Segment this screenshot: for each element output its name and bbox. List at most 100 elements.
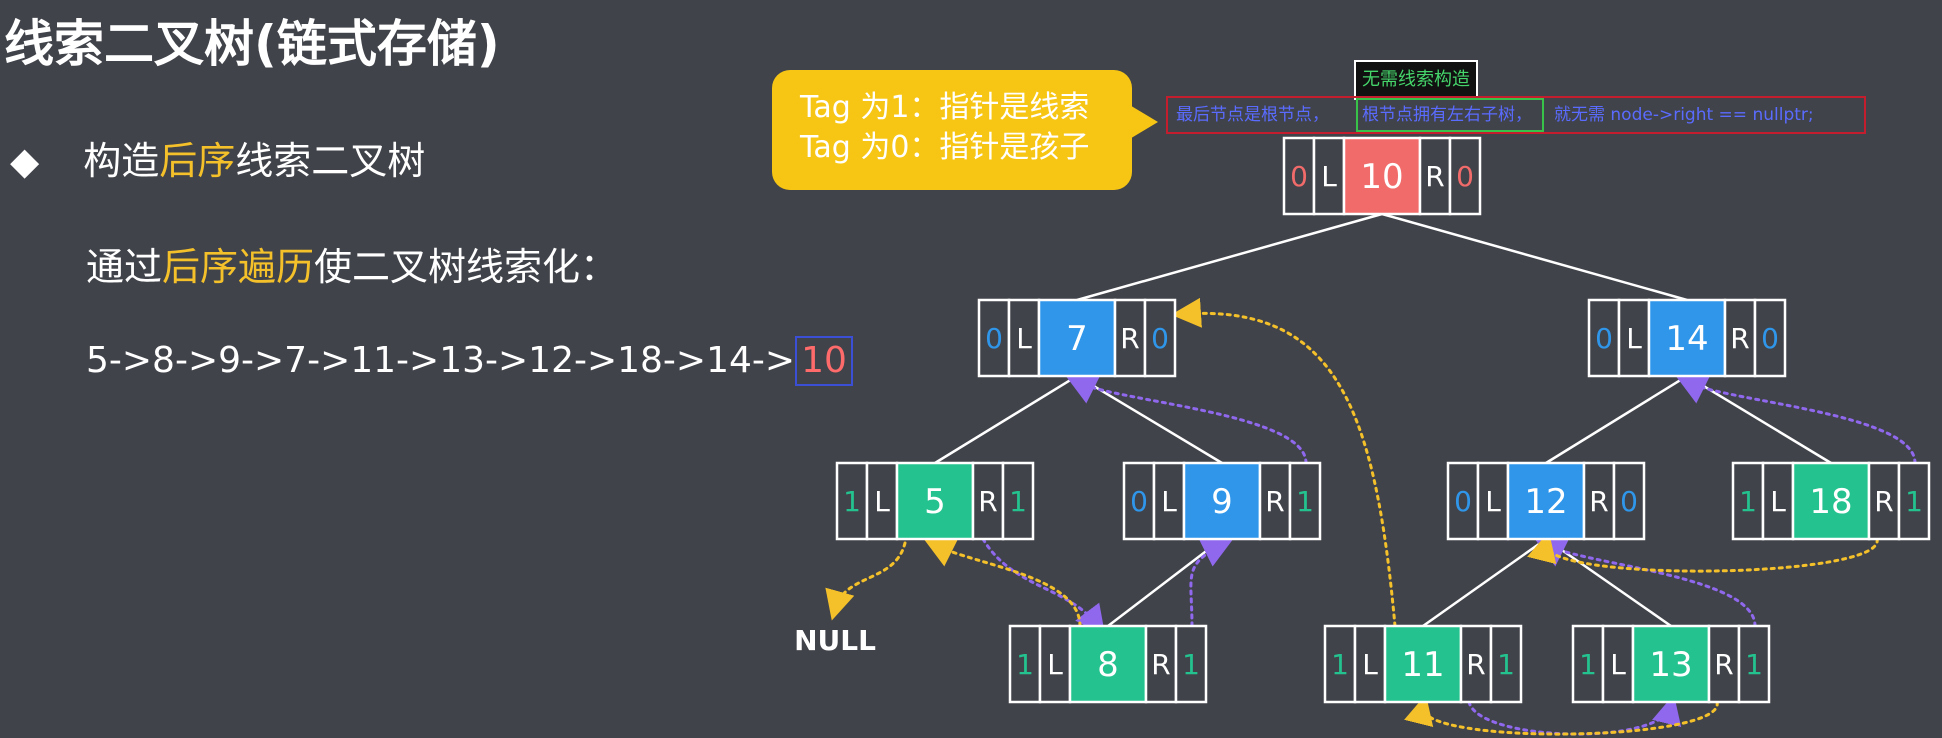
- tree-edge-n10-n7: [1076, 212, 1383, 302]
- annotation-root-note: 最后节点是根节点， 根节点拥有左右子树， 就无需 node->right == nu…: [1166, 96, 1866, 134]
- left-pointer-cell: L: [1626, 322, 1642, 355]
- ltag-cell: 0: [1290, 160, 1308, 193]
- subtitle-before: 通过: [86, 245, 163, 289]
- right-pointer-cell-box: [1723, 298, 1757, 378]
- value-cell: 18: [1809, 482, 1852, 522]
- rtag-cell: 0: [1456, 160, 1474, 193]
- thread-arrow-n9-to-n7: [1066, 376, 1308, 465]
- sequence-text: 5->8->9->7->11->13->12->18->14->: [86, 340, 796, 381]
- callout-line-2: Tag 为0：指针是孩子: [800, 130, 1090, 165]
- annotation-part-2: 根节点拥有左右子树，: [1356, 98, 1544, 132]
- rtag-cell-box: [1737, 624, 1771, 704]
- rtag-cell-box: [1612, 461, 1646, 541]
- thread-arrow-n18-to-n14: [1676, 376, 1917, 465]
- value-cell-box: [1506, 461, 1586, 541]
- value-cell-box: [1068, 624, 1148, 704]
- left-pointer-cell: L: [1362, 648, 1378, 681]
- right-pointer-cell-box: [1144, 624, 1178, 704]
- left-pointer-cell: L: [1485, 485, 1501, 518]
- value-cell-box: [895, 461, 975, 541]
- right-pointer-cell: R: [1874, 485, 1893, 518]
- ltag-cell-box: [1587, 298, 1621, 378]
- rtag-cell-box: [1174, 624, 1208, 704]
- bullet-heading: ◆构造后序线索二叉树: [10, 130, 425, 185]
- left-pointer-cell: L: [1161, 485, 1177, 518]
- left-pointer-cell: L: [1610, 648, 1626, 681]
- rtag-cell-box: [1753, 298, 1787, 378]
- subtitle: 通过后序遍历使二叉树线索化：: [86, 236, 618, 291]
- rtag-cell: 0: [1151, 322, 1169, 355]
- bullet-text-before: 构造: [83, 139, 160, 183]
- sequence-last-node: 10: [795, 336, 853, 386]
- right-pointer-cell-box: [1418, 136, 1452, 216]
- left-pointer-cell: L: [1321, 160, 1337, 193]
- callout-line-1: Tag 为1：指针是线索: [800, 90, 1090, 125]
- subtitle-after: 使二叉树线索化：: [314, 245, 619, 289]
- right-pointer-cell: R: [1120, 322, 1139, 355]
- value-cell: 9: [1211, 482, 1233, 522]
- tree-edge-n14-n12: [1545, 374, 1688, 465]
- right-pointer-cell-box: [1867, 461, 1901, 541]
- thread-arrow-n8-to-n5: [924, 539, 1082, 628]
- rtag-cell-box: [1143, 298, 1177, 378]
- value-cell: 13: [1649, 645, 1692, 685]
- tree-edge-n12-n11: [1422, 537, 1547, 628]
- value-cell: 5: [924, 482, 946, 522]
- ltag-cell: 1: [1016, 648, 1034, 681]
- annotation-part-3: 就无需 node->right == nullptr;: [1554, 105, 1814, 125]
- right-pointer-cell: R: [1151, 648, 1170, 681]
- ltag-cell-box: [1122, 461, 1156, 541]
- thread-arrow-n11-to-n7: [1171, 297, 1397, 628]
- traversal-sequence: 5->8->9->7->11->13->12->18->14->10: [86, 336, 853, 386]
- left-pointer-cell-box: [1152, 461, 1186, 541]
- value-cell: 8: [1097, 645, 1119, 685]
- ltag-cell: 1: [1579, 648, 1597, 681]
- rtag-cell-box: [1001, 461, 1035, 541]
- thread-arrow-n8-to-n9: [1189, 539, 1233, 628]
- value-cell: 7: [1066, 319, 1088, 359]
- null-label: NULL: [794, 624, 876, 657]
- bullet-text-after: 线索二叉树: [235, 139, 426, 183]
- annotation-no-thread: 无需线索构造: [1354, 60, 1478, 100]
- annotation-part-1: 最后节点是根节点，: [1176, 105, 1329, 125]
- rtag-cell-box: [1897, 461, 1931, 541]
- ltag-cell: 1: [843, 485, 861, 518]
- ltag-cell-box: [1571, 624, 1605, 704]
- right-pointer-cell: R: [978, 485, 997, 518]
- value-cell-box: [1791, 461, 1871, 541]
- ltag-cell: 0: [985, 322, 1003, 355]
- value-cell: 10: [1360, 157, 1403, 197]
- value-cell-box: [1383, 624, 1463, 704]
- diamond-bullet-icon: ◆: [10, 139, 40, 183]
- right-pointer-cell: R: [1466, 648, 1485, 681]
- tree-edge-n7-n5: [934, 374, 1078, 465]
- right-pointer-cell-box: [1459, 624, 1493, 704]
- right-pointer-cell-box: [1258, 461, 1292, 541]
- thread-arrow-n13-to-n11: [1404, 694, 1719, 736]
- value-cell: 11: [1401, 645, 1444, 685]
- thread-arrow-n18-to-n12: [1527, 531, 1879, 573]
- left-pointer-cell-box: [1476, 461, 1510, 541]
- ltag-cell: 0: [1595, 322, 1613, 355]
- ltag-cell-box: [1008, 624, 1042, 704]
- right-pointer-cell: R: [1589, 485, 1608, 518]
- rtag-cell: 1: [1009, 485, 1027, 518]
- ltag-cell-box: [1323, 624, 1357, 704]
- tree-edge-n10-n14: [1381, 212, 1688, 302]
- rtag-cell: 1: [1182, 648, 1200, 681]
- subtitle-highlight: 后序遍历: [162, 245, 315, 289]
- right-pointer-cell: R: [1425, 160, 1444, 193]
- rtag-cell: 1: [1905, 485, 1923, 518]
- value-cell: 14: [1665, 319, 1708, 359]
- value-cell: 12: [1524, 482, 1567, 522]
- rtag-cell: 0: [1620, 485, 1638, 518]
- thread-arrow-n5-to-null: [825, 541, 907, 621]
